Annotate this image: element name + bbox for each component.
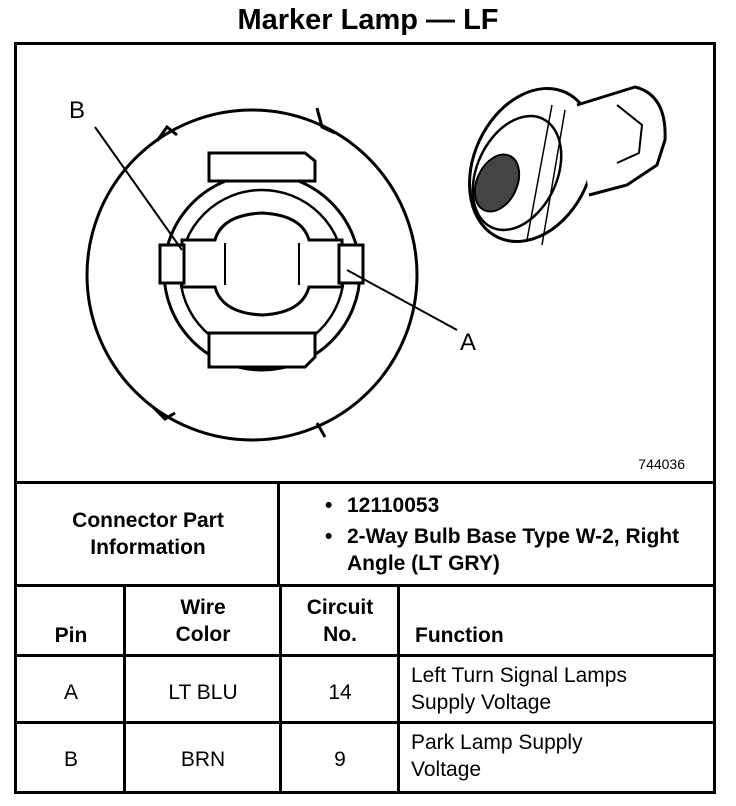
connector-side-view (468, 85, 667, 246)
bottom-locking-tab (207, 331, 317, 369)
page-title: Marker Lamp — LF (237, 4, 499, 36)
pin-a-label: A (460, 329, 477, 356)
connector-table: Connector Part Information 12110053 2-Wa… (17, 481, 713, 791)
connector-diagram: B A 744036 (17, 45, 713, 481)
row-b-pin: B (63, 748, 78, 771)
row-a-circuit: 14 (328, 681, 352, 704)
connector-info-label-cell: Connector Part Information (17, 484, 279, 584)
table-divider (123, 584, 126, 791)
table-divider (397, 584, 400, 791)
outer-ring-notch (151, 405, 176, 421)
figure-number: 744036 (638, 456, 685, 472)
row-a-function: Left Turn Signal Lamps Supply Voltage (411, 664, 627, 714)
connector-info-values-cell: 12110053 2-Way Bulb Base Type W-2, Right… (317, 492, 707, 584)
outer-ring-notch (315, 107, 336, 135)
connector-frame: B A 744036 Connector Part Information 12… (14, 42, 716, 794)
pin-b-label: B (69, 97, 86, 124)
terminal-b-contact (158, 243, 186, 285)
top-locking-tab (207, 151, 317, 183)
connector-description: 2-Way Bulb Base Type W-2, Right Angle (L… (317, 523, 707, 577)
table-divider (17, 654, 713, 657)
connector-info-label: Connector Part Information (72, 509, 224, 559)
outer-ring-notch (315, 422, 327, 438)
connector-part-number: 12110053 (317, 492, 707, 519)
connector-info-list: 12110053 2-Way Bulb Base Type W-2, Right… (317, 492, 707, 577)
connector-side-opening (473, 153, 521, 213)
connector-side-seam (541, 109, 566, 246)
header-function: Function (415, 624, 504, 647)
header-pin: Pin (54, 624, 88, 647)
leader-line-b (94, 126, 183, 251)
leader-line-a (346, 269, 458, 331)
connector-side-seam (526, 104, 553, 241)
row-b-function: Park Lamp Supply Voltage (411, 731, 583, 781)
connector-outer-ring (85, 108, 419, 442)
outer-ring-notch (155, 124, 178, 142)
row-a-pin: A (63, 681, 78, 704)
header-wire-color: Wire Color (125, 594, 281, 648)
header-circuit-no: Circuit No. (281, 594, 399, 648)
table-divider (277, 484, 280, 584)
row-b-wire-color: BRN (180, 748, 226, 771)
header-circuit-no-text: Circuit No. (306, 596, 374, 646)
connector-face-drawing (85, 85, 667, 442)
table-divider (279, 584, 282, 791)
connector-side-terminal (616, 104, 644, 164)
table-divider (17, 584, 713, 587)
terminal-slot (180, 211, 344, 317)
table-divider (17, 721, 713, 724)
header-wire-color-text: Wire Color (175, 596, 231, 646)
row-b-circuit: 9 (334, 748, 346, 771)
row-a-wire-color: LT BLU (168, 681, 238, 704)
connector-side-body (576, 85, 667, 197)
